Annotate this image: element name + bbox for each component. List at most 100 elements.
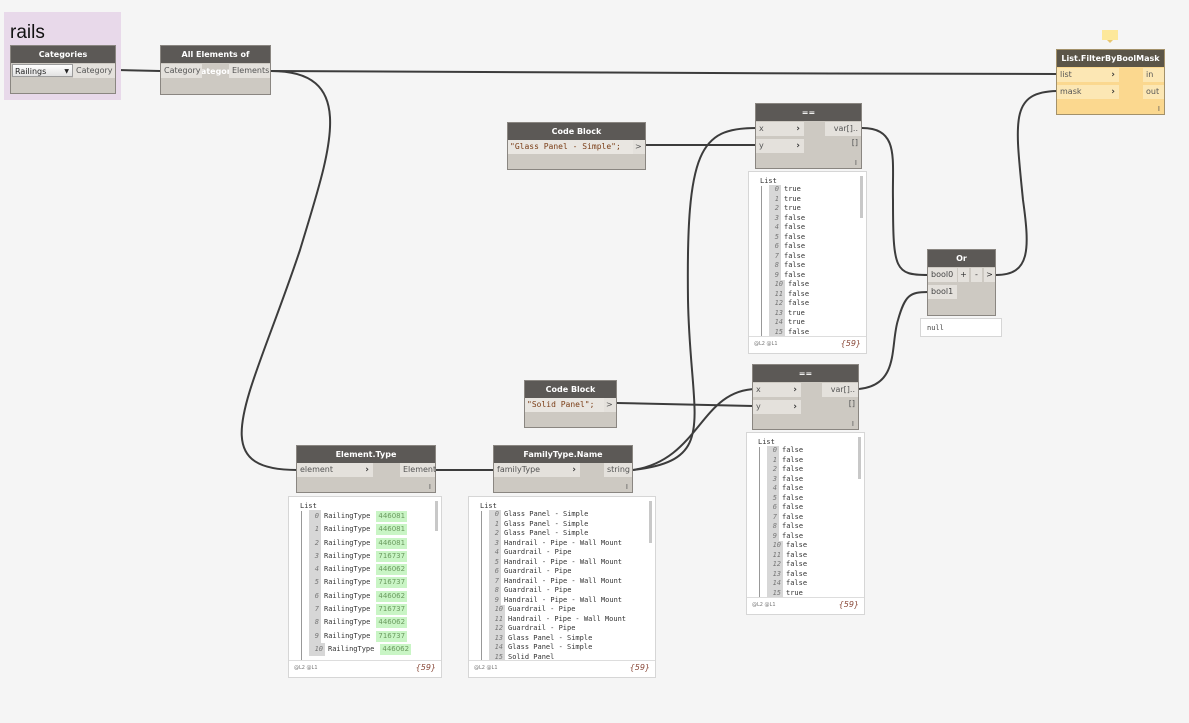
list-index: 9	[769, 270, 781, 280]
port-label: y	[756, 402, 761, 411]
output-port-category[interactable]: Category	[73, 64, 115, 78]
element-id-badge[interactable]: 446062	[376, 564, 408, 576]
code-editor[interactable]: "Glass Panel - Simple";	[508, 140, 633, 154]
lacing-indicator[interactable]: I	[625, 483, 628, 491]
element-id-badge[interactable]: 446062	[380, 643, 412, 655]
output-port[interactable]: >	[633, 140, 645, 154]
list-value: true	[788, 318, 805, 326]
preview-or[interactable]: null	[920, 318, 1002, 337]
node-equals-2[interactable]: == x› y› var[]..[] I	[752, 364, 859, 430]
node-equals-1[interactable]: == x› y› var[]..[] I	[755, 103, 862, 169]
list-value: RailingType	[324, 618, 371, 627]
output-port-out[interactable]: out	[1143, 85, 1164, 99]
node-or[interactable]: Or bool0 bool1 + - >	[927, 249, 996, 316]
code-editor[interactable]: "Solid Panel";	[525, 398, 604, 412]
list-indent-line	[481, 511, 482, 661]
list-index: 14	[767, 579, 783, 589]
element-id-badge[interactable]: 446062	[376, 617, 408, 629]
node-element-type[interactable]: Element.Type element› Element I	[296, 445, 436, 493]
element-id-badge[interactable]: 446081	[376, 524, 408, 536]
node-list-filter-by-bool-mask[interactable]: List.FilterByBoolMask list› mask› in out…	[1056, 49, 1165, 115]
scrollbar[interactable]	[860, 176, 863, 218]
list-value: Handrail - Pipe - Wall Mount	[508, 614, 627, 623]
port-label: list	[1060, 70, 1072, 79]
lacing-indicator[interactable]: I	[854, 159, 857, 167]
scrollbar[interactable]	[435, 501, 438, 531]
element-id-badge[interactable]: 446081	[376, 537, 408, 549]
category-dropdown[interactable]: Railings ▼	[12, 64, 73, 77]
input-port-x[interactable]: x›	[753, 383, 801, 397]
input-port-family-type[interactable]: familyType›	[494, 463, 580, 477]
input-port-bool1[interactable]: bool1	[928, 285, 957, 299]
node-family-type-name[interactable]: FamilyType.Name familyType› string I	[493, 445, 633, 493]
list-indent-line	[759, 447, 760, 597]
input-port-category[interactable]: Category	[161, 64, 202, 78]
lacing-indicator[interactable]: I	[851, 420, 854, 428]
scrollbar[interactable]	[858, 437, 861, 479]
input-port-mask[interactable]: mask›	[1057, 85, 1119, 99]
output-port[interactable]: >	[604, 398, 616, 412]
list-value: false	[788, 280, 810, 288]
element-id-badge[interactable]: 446081	[376, 511, 408, 522]
chevron-right-icon: ›	[793, 402, 797, 412]
chevron-right-icon: ›	[1111, 70, 1115, 80]
output-port-string[interactable]: string	[604, 463, 632, 477]
node-all-elements-of-category[interactable]: All Elements of Category Category Elemen…	[160, 45, 271, 95]
scrollbar[interactable]	[649, 501, 652, 543]
list-value: false	[786, 579, 808, 587]
node-title: ==	[756, 104, 861, 121]
list-index: 12	[767, 560, 783, 570]
list-index: 7	[769, 251, 781, 261]
element-id-badge[interactable]: 716737	[376, 604, 408, 616]
output-port[interactable]: var[]..[]	[822, 383, 858, 408]
list-value: false	[784, 223, 806, 231]
output-port-elements[interactable]: Elements	[229, 64, 270, 78]
node-code-block-solid-panel[interactable]: Code Block "Solid Panel"; >	[524, 380, 617, 428]
input-port-element[interactable]: element›	[297, 463, 373, 477]
remove-input-button[interactable]: -	[971, 268, 982, 282]
node-title: ==	[753, 365, 858, 382]
list-value: false	[782, 474, 804, 483]
output-port[interactable]: >	[984, 268, 995, 282]
output-port-element[interactable]: Element	[400, 463, 436, 477]
list-value: RailingType	[324, 525, 371, 534]
lacing-indicator[interactable]: I	[428, 483, 431, 491]
element-id-badge[interactable]: 446062	[376, 590, 408, 602]
list-index: 2	[769, 204, 781, 214]
element-id-badge[interactable]: 716737	[376, 630, 408, 642]
output-port-in[interactable]: in	[1143, 68, 1164, 82]
input-port-x[interactable]: x›	[756, 122, 804, 136]
input-port-y[interactable]: y›	[756, 139, 804, 153]
input-port-list[interactable]: list ›	[1057, 68, 1119, 82]
info-bubble-icon[interactable]	[1102, 30, 1118, 43]
input-port-y[interactable]: y›	[753, 400, 801, 414]
node-code-block-glass-panel[interactable]: Code Block "Glass Panel - Simple"; >	[507, 122, 646, 170]
output-port[interactable]: var[]..[]	[825, 122, 861, 147]
add-input-button[interactable]: +	[958, 268, 969, 282]
lacing-indicator[interactable]: I	[1157, 105, 1160, 113]
input-port-bool0[interactable]: bool0	[928, 268, 957, 282]
element-id-badge[interactable]: 716737	[376, 577, 408, 589]
element-id-badge[interactable]: 716737	[376, 550, 408, 562]
list-levels: @L2 @L1	[754, 341, 778, 347]
node-categories[interactable]: Categories Railings ▼ Category	[10, 45, 116, 94]
list-value: false	[784, 251, 806, 260]
list-count: {59}	[629, 663, 650, 672]
